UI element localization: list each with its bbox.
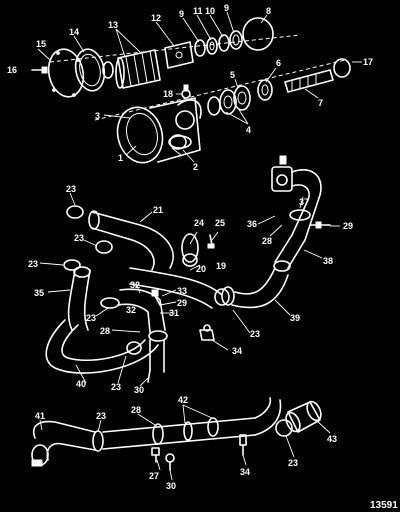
callout-33: 33: [177, 286, 187, 296]
callout-34-a: 34: [232, 346, 242, 356]
callout-28-b: 28: [262, 236, 272, 246]
elbow-pipe-part-21: [88, 210, 174, 271]
leader-lines-bottom: [39, 404, 331, 481]
callout-4: 4: [246, 125, 251, 135]
callout-27: 27: [149, 471, 159, 481]
clamp-part-2: [168, 135, 192, 157]
pipe-part-38: [273, 234, 306, 272]
callout-39: 39: [290, 313, 300, 323]
callout-23-e: 23: [111, 382, 121, 392]
hose-part-35: [67, 266, 91, 331]
callout-6: 6: [276, 58, 281, 68]
fitting-part-18: [181, 84, 191, 99]
ring-small: [102, 61, 114, 79]
callout-18: 18: [163, 89, 173, 99]
fitting-part-30-lower: [165, 453, 175, 471]
impeller-part-13: [115, 49, 161, 89]
fitting-part-29: [151, 289, 161, 306]
callout-7: 7: [318, 98, 323, 108]
callout-11: 11: [193, 6, 203, 16]
callout-35: 35: [34, 288, 44, 298]
callout-40: 40: [76, 379, 86, 389]
callout-32-a: 32: [130, 280, 140, 290]
callout-20: 20: [196, 264, 206, 274]
wear-plate-part-12: [164, 41, 194, 69]
elbow-hose-part-41: [31, 420, 96, 467]
callout-38: 38: [323, 256, 333, 266]
o-ring-part-17: [333, 58, 351, 78]
callout-23-h: 23: [288, 458, 298, 468]
callout-36: 36: [247, 219, 257, 229]
callout-29-b: 29: [343, 221, 353, 231]
bolt-part-30-upper: [147, 369, 151, 383]
fitting-part-27: [151, 447, 160, 463]
cover-plate-part-15: [47, 48, 85, 98]
alignment-axis-lower: [94, 59, 346, 121]
callout-25: 25: [215, 218, 225, 228]
screw-part-16: [31, 66, 48, 74]
fitting-part-34-upper: [199, 324, 215, 341]
callout-14: 14: [69, 27, 79, 37]
document-number: 13591: [370, 500, 398, 511]
callout-9-left: 9: [179, 9, 184, 19]
seal-part-6: [257, 79, 273, 101]
callout-43: 43: [327, 434, 337, 444]
callout-1: 1: [118, 153, 123, 163]
callout-24: 24: [194, 218, 204, 228]
clamp-part-37: [289, 209, 331, 229]
hose-clamp-bottom-2: [275, 419, 293, 437]
callout-labels: 16 15 14 13 12 9 11 10 9 8 17 6 7 5 4 18…: [7, 3, 398, 511]
callout-19: 19: [216, 261, 226, 271]
manifold-part-32: [117, 288, 168, 373]
callout-29-a: 29: [177, 298, 187, 308]
callout-23-a: 23: [66, 184, 76, 194]
valve-assembly-part-36: [271, 155, 322, 241]
callout-41: 41: [35, 411, 45, 421]
callout-12: 12: [151, 13, 161, 23]
callout-30-a: 30: [134, 385, 144, 395]
hose-clamps-middle: [63, 205, 230, 355]
pipe-part-39: [221, 267, 289, 309]
callout-28-a: 28: [100, 326, 110, 336]
callout-34-b: 34: [240, 467, 250, 477]
callout-23-f: 23: [250, 329, 260, 339]
hose-clamp-bottom-1: [92, 430, 104, 452]
callout-13: 13: [108, 20, 118, 30]
callout-23-d: 23: [86, 313, 96, 323]
callout-23-c: 23: [28, 259, 38, 269]
callout-17: 17: [363, 57, 373, 67]
callout-21: 21: [153, 205, 163, 215]
callout-3: 3: [95, 111, 100, 121]
callout-23-g: 23: [96, 411, 106, 421]
callout-5: 5: [230, 70, 235, 80]
shaft-part-7: [284, 69, 334, 93]
leader-lines-top: [37, 11, 362, 163]
callout-32-b: 32: [126, 305, 136, 315]
leader-lines-middle: [39, 192, 340, 387]
bolt-part-25: [207, 234, 215, 249]
callout-2: 2: [193, 162, 198, 172]
bracket-part-20: [181, 233, 199, 267]
washer-set: [194, 30, 243, 57]
pipe-part-28-bottom: [102, 417, 256, 450]
callout-31: 31: [169, 308, 179, 318]
callout-37: 37: [299, 197, 309, 207]
pump-housing-part-1: [116, 97, 202, 164]
callout-15: 15: [36, 39, 46, 49]
callout-9-right: 9: [224, 3, 229, 13]
connector-part-42: [207, 397, 282, 437]
o-ring-part-8: [242, 17, 274, 51]
callout-8: 8: [266, 6, 271, 16]
callout-16: 16: [7, 65, 17, 75]
callout-23-b: 23: [74, 233, 84, 243]
callout-10: 10: [205, 6, 215, 16]
bearing-part-5: [207, 85, 251, 116]
callout-30-b: 30: [166, 481, 176, 491]
callout-42: 42: [178, 395, 188, 405]
fitting-part-34-lower: [239, 434, 247, 456]
callout-28-c: 28: [131, 405, 141, 415]
sleeve-part-43: [285, 400, 322, 433]
